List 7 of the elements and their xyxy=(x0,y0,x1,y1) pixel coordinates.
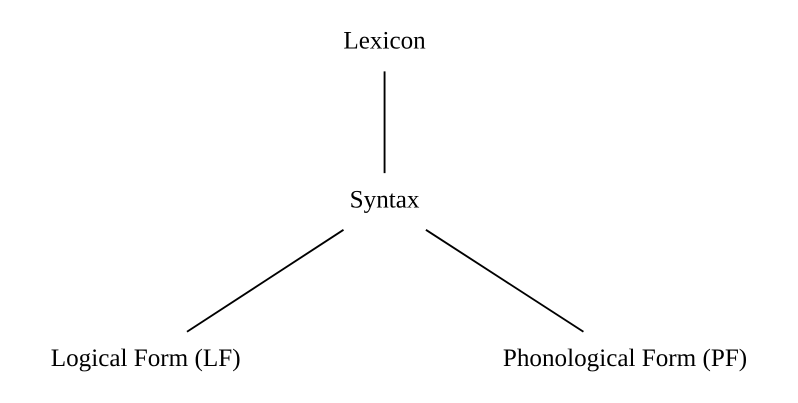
connector xyxy=(186,229,344,333)
node-text: Lexicon xyxy=(342,28,426,55)
connector xyxy=(424,229,584,333)
node-text: Logical Form (LF) xyxy=(50,345,240,372)
connector xyxy=(383,71,386,174)
node-text: Phonological Form (PF) xyxy=(502,345,747,372)
node-text: Syntax xyxy=(349,186,419,214)
